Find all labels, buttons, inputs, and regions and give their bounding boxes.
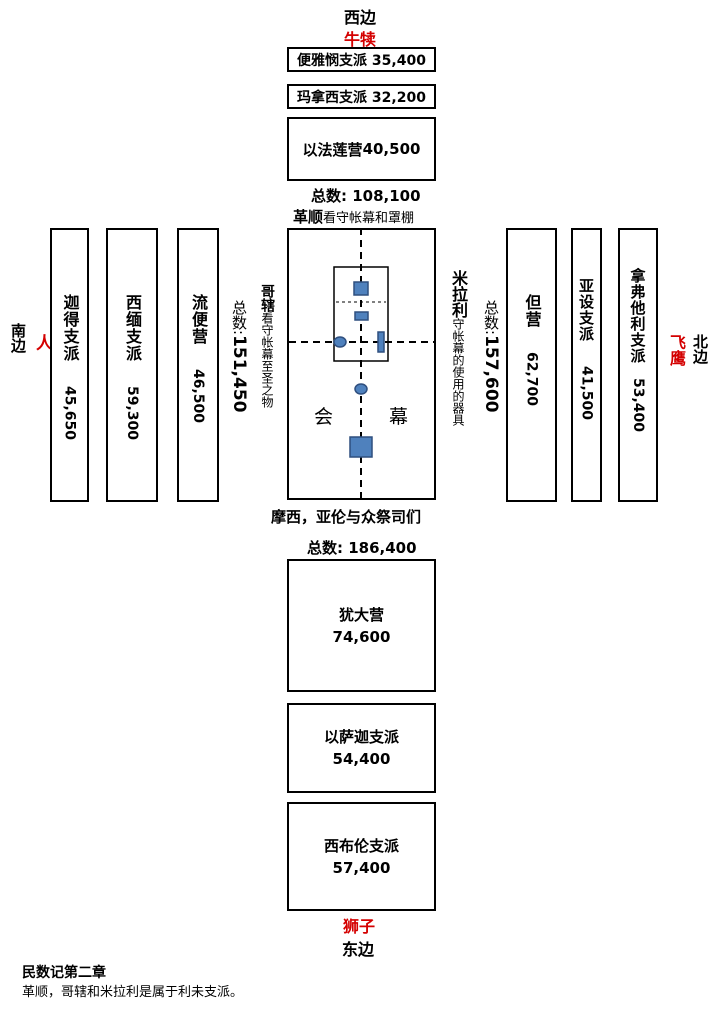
south-emblem-label: 人 [32, 334, 52, 351]
tribe-name: 西缅支派 [123, 294, 142, 362]
kohath-name: 哥辖 [259, 284, 275, 312]
tribe-number: 62,700 [523, 352, 540, 407]
laver-marker [354, 383, 368, 395]
tribe-name: 以法莲营 [302, 140, 363, 159]
north-direction-label: 北边 [691, 334, 709, 364]
south-total-label: 总数: [230, 300, 248, 336]
tribe-box-gad: 迦得支派 45,650 [50, 228, 89, 502]
tribe-name: 亚设支派 [577, 278, 595, 342]
west-total: 总数: 108,100 [311, 187, 421, 205]
tribe-number: 59,300 [124, 386, 140, 441]
south-total-value: 151,450 [229, 335, 249, 413]
tribe-box-zebulun: 西布伦支派 57,400 [287, 802, 436, 911]
tribe-label: 便雅悯支派 35,400 [297, 52, 426, 69]
tribe-name: 西布伦支派 [323, 836, 399, 855]
east-direction-label: 东边 [342, 940, 375, 959]
tribe-number: 40,500 [362, 140, 421, 158]
west-emblem-label: 牛犊 [344, 30, 377, 49]
tribe-box-simeon: 西缅支派 59,300 [106, 228, 158, 502]
tabernacle-char-2: 幕 [389, 406, 409, 428]
tabernacle-char-1: 会 [314, 406, 334, 428]
tribe-number: 53,400 [630, 378, 646, 433]
tribe-name: 以萨迦支派 [323, 728, 399, 746]
south-direction-label: 南边 [9, 323, 27, 353]
tribe-name: 但营 [522, 294, 542, 328]
gershon-name: 革顺 [293, 208, 324, 226]
tribe-name: 犹大营 [338, 605, 384, 624]
north-total: 总数:157,600 [481, 300, 502, 413]
tribe-label: 玛拿西支派 32,200 [297, 89, 426, 106]
tribe-box-judah: 犹大营 74,600 [287, 559, 436, 692]
tribe-box-naphtali: 拿弗他利支派 53,400 [618, 228, 658, 502]
tribe-number: 46,500 [190, 369, 206, 424]
gershon-duty: 看守帐幕和罩棚 [323, 211, 415, 226]
tribe-box-dan: 但营 62,700 [506, 228, 557, 502]
tribe-name: 流便营 [189, 294, 208, 345]
north-emblem-label: 飞鹰 [667, 334, 686, 366]
tribe-box-manasseh: 玛拿西支派 32,200 [287, 84, 436, 109]
merari-name: 米拉利 [449, 270, 468, 318]
tribe-number: 74,600 [332, 627, 391, 646]
tribe-number: 45,650 [61, 386, 78, 441]
kohath-label: 哥辖看守帐幕至圣之物 [258, 284, 276, 408]
footer-note: 革顺，哥辖和米拉利是属于利未支派。 [22, 985, 244, 1000]
gershon-label-line: 革顺看守帐幕和罩棚 [293, 206, 414, 227]
merari-label: 米拉利守帐幕的使用的器具 [449, 270, 468, 426]
footer-title: 民数记第二章 [22, 965, 106, 981]
tribe-box-benjamin: 便雅悯支派 35,400 [287, 47, 436, 72]
tribe-number: 54,400 [332, 750, 391, 768]
tribe-box-issachar: 以萨迦支派 54,400 [287, 703, 436, 793]
south-total: 总数:151,450 [229, 300, 250, 413]
ark-marker [353, 281, 369, 296]
altar-marker [349, 436, 373, 458]
merari-duty: 守帐幕的使用的器具 [451, 318, 465, 426]
east-emblem-label: 狮子 [343, 917, 376, 936]
tribe-box-asher: 亚设支派 41,500 [571, 228, 602, 502]
kohath-duty: 看守帐幕至圣之物 [260, 312, 274, 408]
tribe-box-reuben: 流便营 46,500 [177, 228, 219, 502]
tribe-number: 41,500 [578, 366, 595, 421]
table-marker [377, 331, 385, 353]
east-total: 总数: 186,400 [307, 539, 417, 557]
incense-altar-marker [354, 311, 369, 321]
holy-place-box [333, 266, 389, 362]
tribe-number: 57,400 [332, 858, 391, 877]
west-direction-label: 西边 [344, 8, 377, 27]
moses-aaron-label: 摩西，亚伦与众祭司们 [271, 508, 422, 526]
tribe-name: 拿弗他利支派 [628, 268, 647, 364]
north-total-value: 157,600 [481, 335, 501, 413]
lampstand-marker [333, 336, 347, 348]
north-total-label: 总数: [482, 300, 500, 336]
tribe-name: 迦得支派 [60, 294, 80, 362]
